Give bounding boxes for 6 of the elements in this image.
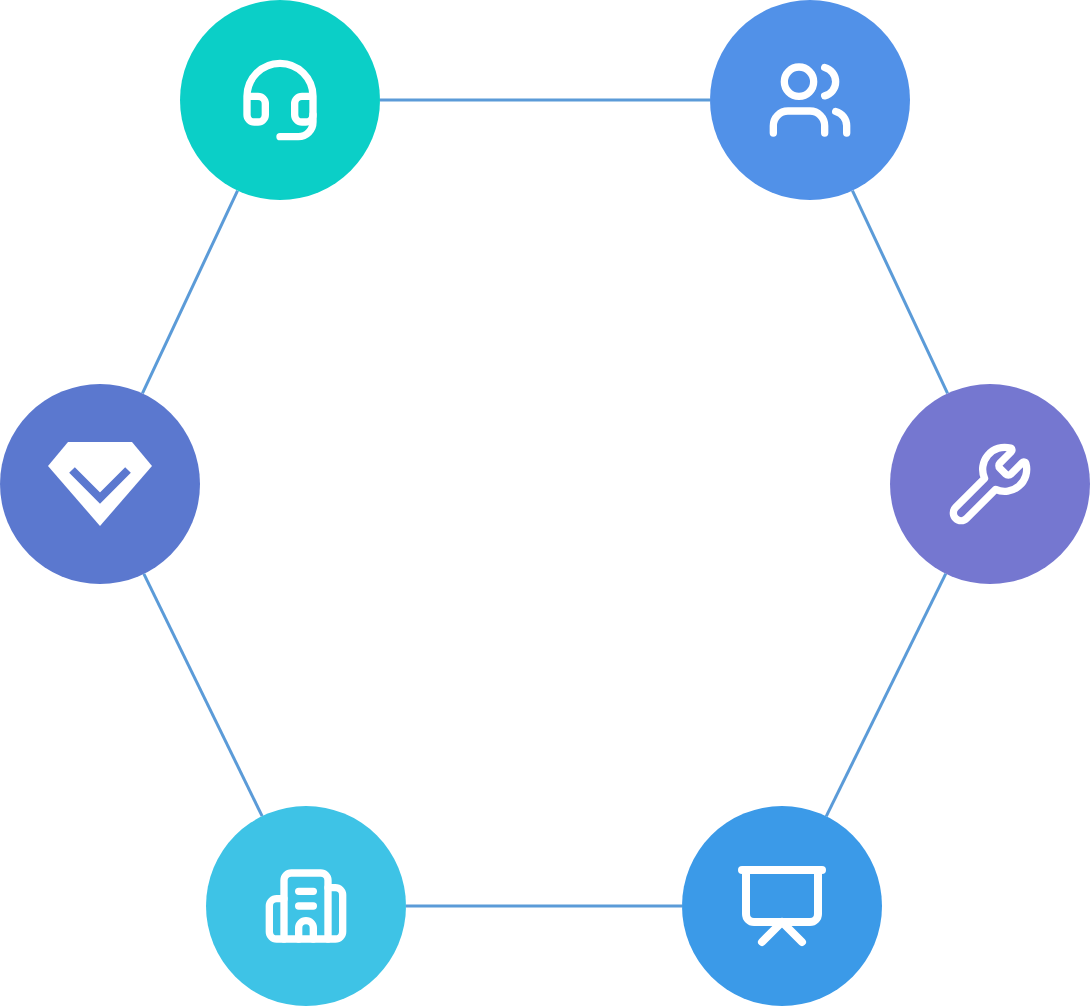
connector-line	[406, 904, 682, 908]
connector-line	[824, 573, 948, 817]
connector-line	[380, 98, 710, 102]
connector-line	[142, 573, 264, 817]
connector-line	[141, 189, 239, 395]
connector-line	[851, 189, 949, 395]
